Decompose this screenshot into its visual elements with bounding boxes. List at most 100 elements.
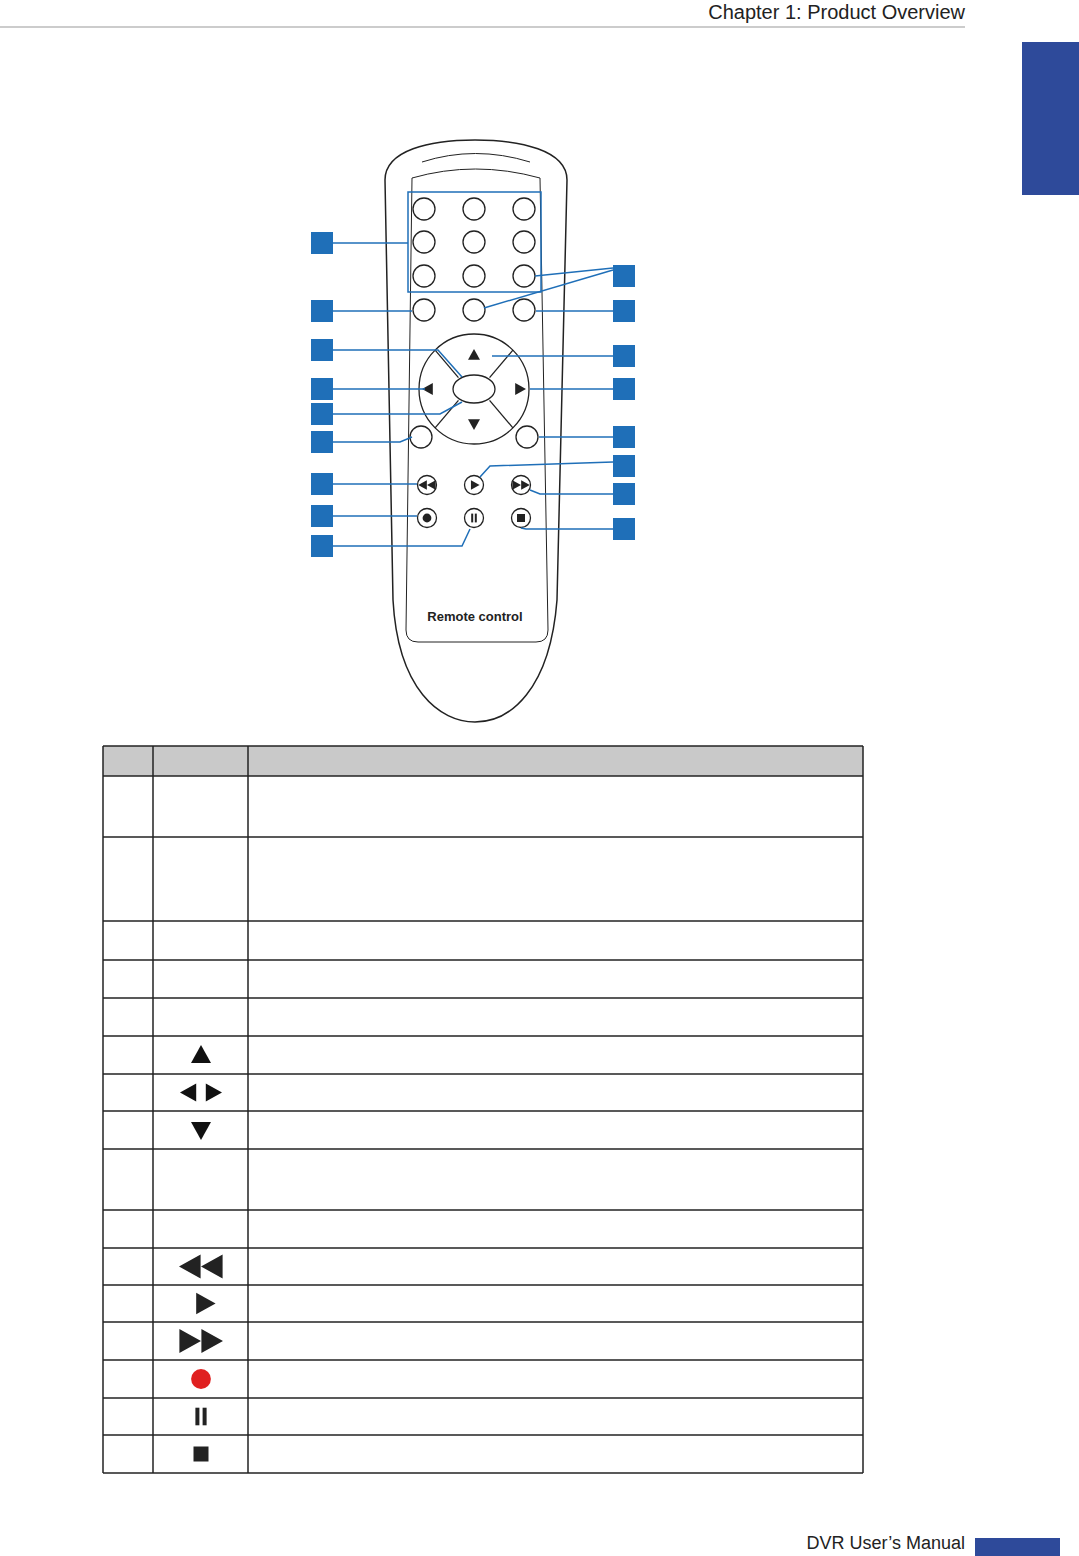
table-rule <box>103 1397 863 1399</box>
remote-outline <box>385 140 567 722</box>
button <box>463 299 485 321</box>
button <box>463 265 485 287</box>
button <box>465 476 484 495</box>
button <box>463 231 485 253</box>
callout-marker <box>311 378 333 400</box>
pause-icon <box>203 1408 207 1426</box>
up-symbol <box>191 1045 211 1063</box>
pause-icon <box>195 1408 199 1426</box>
side-tab <box>1022 42 1079 195</box>
leader-line <box>333 515 417 517</box>
table-rule <box>103 1209 863 1211</box>
button <box>513 265 535 287</box>
record-icon <box>191 1369 211 1389</box>
table-rule <box>102 746 104 1473</box>
leader-line <box>333 242 408 244</box>
remote-buttons <box>408 192 541 528</box>
stop-icon <box>517 514 525 522</box>
callout-marker <box>613 483 635 505</box>
nav-divider <box>490 350 513 378</box>
button <box>418 476 437 495</box>
play-icon <box>196 1293 215 1315</box>
arrow-icon <box>468 349 480 360</box>
record-icon <box>423 514 432 523</box>
table-rule <box>862 746 864 1473</box>
leader-line <box>530 490 613 494</box>
key-bracket <box>408 192 541 292</box>
callout-marker <box>613 265 635 287</box>
table-rule <box>103 959 863 961</box>
remote-top-arc <box>422 154 530 163</box>
left-right-symbol <box>180 1084 222 1102</box>
remote-body <box>385 140 567 722</box>
footer-bar <box>975 1538 1060 1556</box>
callout-marker <box>613 455 635 477</box>
callout-marker <box>311 505 333 527</box>
table-rule <box>103 1284 863 1286</box>
table-rule <box>103 1472 863 1474</box>
table-rule <box>103 1359 863 1361</box>
nav-divider <box>435 350 458 378</box>
table-rule <box>103 1321 863 1323</box>
running-header: Chapter 1: Product Overview <box>708 1 965 24</box>
rewind-icon <box>179 1255 223 1279</box>
callout-marker <box>311 339 333 361</box>
table-rule <box>103 745 863 747</box>
device-label: Remote control <box>427 609 522 624</box>
down-symbol <box>191 1122 211 1140</box>
callout-marker <box>613 300 635 322</box>
table-rule <box>103 775 863 777</box>
arrow-icon <box>515 383 526 395</box>
button <box>413 265 435 287</box>
button <box>413 198 435 220</box>
pause-icon <box>475 514 477 523</box>
callout-marker <box>311 431 333 453</box>
leader-line <box>333 402 462 414</box>
leader-line <box>535 268 613 276</box>
table-rule <box>103 997 863 999</box>
button-table <box>103 746 863 1473</box>
callout-marker <box>311 300 333 322</box>
table-rule <box>103 1148 863 1150</box>
leader-line <box>333 350 462 377</box>
table-rule <box>103 1247 863 1249</box>
callout-marker <box>311 473 333 495</box>
callout-marker <box>613 518 635 540</box>
arrow-icon <box>468 419 480 430</box>
callout-marker <box>613 378 635 400</box>
leader-line <box>536 310 613 312</box>
leader-line <box>484 270 613 308</box>
table-rule <box>152 746 154 1473</box>
stop-icon <box>194 1447 209 1462</box>
leader-line <box>333 483 417 485</box>
button <box>513 231 535 253</box>
button <box>463 198 485 220</box>
play-icon <box>471 480 480 490</box>
callout-marker <box>311 403 333 425</box>
remote-panel <box>406 169 548 642</box>
leader-line <box>333 437 412 442</box>
button <box>410 426 432 448</box>
leader-line <box>480 462 613 477</box>
table-rule <box>247 746 249 1473</box>
leader-line <box>333 529 470 546</box>
leader-line <box>333 388 425 390</box>
leader-line <box>530 388 613 390</box>
leader-line <box>333 310 412 312</box>
header-rule <box>0 27 965 28</box>
table-rule <box>103 836 863 838</box>
button <box>512 509 531 528</box>
callout-marker <box>613 345 635 367</box>
table-rule <box>103 1035 863 1037</box>
button <box>465 509 484 528</box>
running-footer: DVR User’s Manual <box>807 1533 965 1554</box>
callout-marker <box>311 535 333 557</box>
pause-icon <box>471 514 473 523</box>
button <box>513 299 535 321</box>
table-rule <box>103 1434 863 1436</box>
button <box>413 299 435 321</box>
table-rule <box>103 1110 863 1112</box>
button <box>513 198 535 220</box>
leader-lines <box>333 243 613 546</box>
